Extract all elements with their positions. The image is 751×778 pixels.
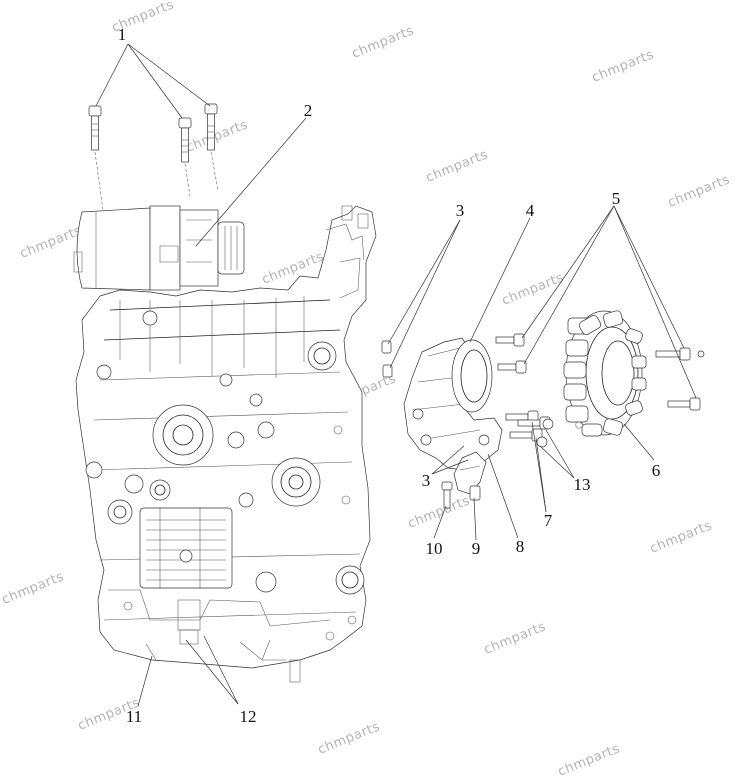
bracket-screws <box>495 333 554 448</box>
watermark: chmparts <box>500 270 566 308</box>
stator-bolts <box>655 347 705 411</box>
callout-labels: 1 2 3 4 5 6 3 13 7 8 9 10 11 12 <box>118 25 661 726</box>
callout-3-upper: 3 <box>456 201 465 220</box>
callout-1: 1 <box>118 25 127 44</box>
callout-8: 8 <box>516 537 525 556</box>
starter-motor <box>73 205 245 291</box>
leader-lines <box>95 43 697 707</box>
watermark: chmparts <box>184 117 250 155</box>
watermark: chmparts <box>666 172 732 210</box>
callout-10: 10 <box>426 539 443 558</box>
callout-3-lower: 3 <box>422 471 431 490</box>
watermark: chmparts <box>424 147 490 185</box>
watermark: chmparts <box>590 47 656 85</box>
callout-12: 12 <box>240 707 257 726</box>
watermark: chmparts <box>316 719 382 757</box>
watermark: chmparts <box>648 518 714 556</box>
starter-bolts <box>88 103 219 211</box>
engine-crankcase <box>75 205 377 683</box>
callout-5: 5 <box>612 189 621 208</box>
callout-7: 7 <box>544 511 553 530</box>
callout-13: 13 <box>574 475 591 494</box>
watermark: chmparts <box>350 23 416 61</box>
callout-4: 4 <box>526 201 535 220</box>
sensor-bolt <box>441 481 453 509</box>
watermark: chmparts <box>556 741 622 778</box>
callout-2: 2 <box>304 101 313 120</box>
watermark: chmparts <box>0 569 66 607</box>
callout-6: 6 <box>652 461 661 480</box>
watermark: chmparts <box>482 619 548 657</box>
stator-bracket <box>403 337 503 471</box>
stator-coil <box>563 310 647 437</box>
callout-9: 9 <box>472 539 481 558</box>
watermark: chmparts <box>406 493 472 531</box>
callout-11: 11 <box>126 707 142 726</box>
